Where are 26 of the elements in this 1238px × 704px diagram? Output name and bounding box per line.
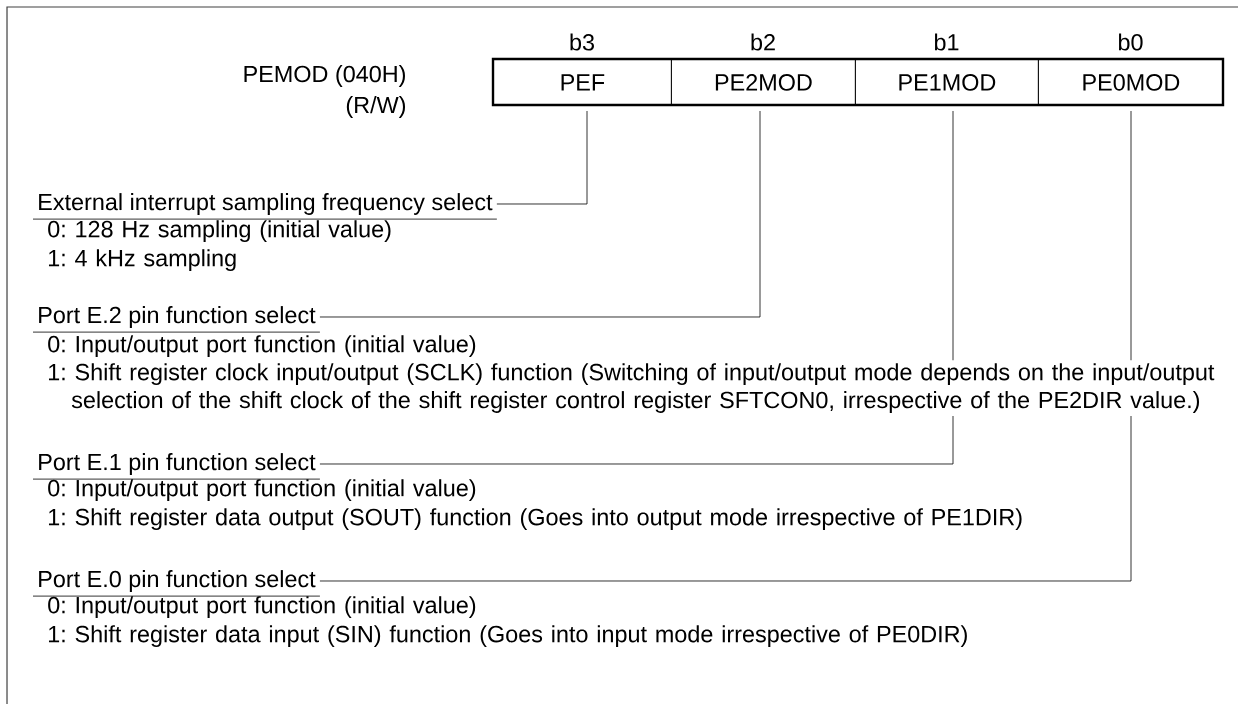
leader-line	[319, 110, 954, 465]
register-cell: PE1MOD	[855, 59, 1039, 106]
option-text: 1: Shift register data output (SOUT) function (Goes into output mode irrespective of PE1DIR)	[49, 508, 1022, 530]
field-heading: Port E.2 pin function select	[32, 306, 321, 333]
bit-label: b0	[1119, 33, 1143, 51]
register-name: (R/W)	[346, 96, 406, 118]
option-text: 1: Shift register data input (SIN) function (Goes into input mode irrespective of PE0DIR)	[49, 625, 967, 647]
field-heading: Port E.0 pin function select	[32, 570, 321, 597]
option-text: 0: Input/output port function (initial value)	[48, 596, 476, 618]
option-text: 1: Shift register clock input/output (SCLK) function (Switching of input/output mode depends on the input/output selection of the shift clock of the shift register control register SFTCON0, irrespective of the PE2DIR value.)	[47, 360, 1233, 416]
register-cell: PE2MOD	[671, 59, 856, 106]
option-text: 0: Input/output port function (initial value)	[48, 335, 476, 357]
option-text: 0: Input/output port function (initial value)	[48, 479, 476, 501]
leader-line	[319, 110, 761, 318]
leader-line	[319, 110, 1132, 582]
option-text: 1: 4 kHz sampling	[49, 249, 236, 271]
field-heading: Port E.1 pin function select	[32, 453, 321, 480]
field-heading: External interrupt sampling frequency select	[32, 193, 498, 220]
option-text: 0: 128 Hz sampling (initial value)	[48, 220, 391, 242]
register-cell: PE0MOD	[1038, 59, 1224, 106]
register-name: PEMOD (040H)	[244, 65, 405, 87]
bit-label: b3	[570, 33, 594, 51]
leader-line	[496, 110, 588, 205]
node-label: PEF	[561, 74, 605, 91]
bit-label: b2	[751, 33, 775, 51]
bit-label: b1	[935, 33, 959, 51]
